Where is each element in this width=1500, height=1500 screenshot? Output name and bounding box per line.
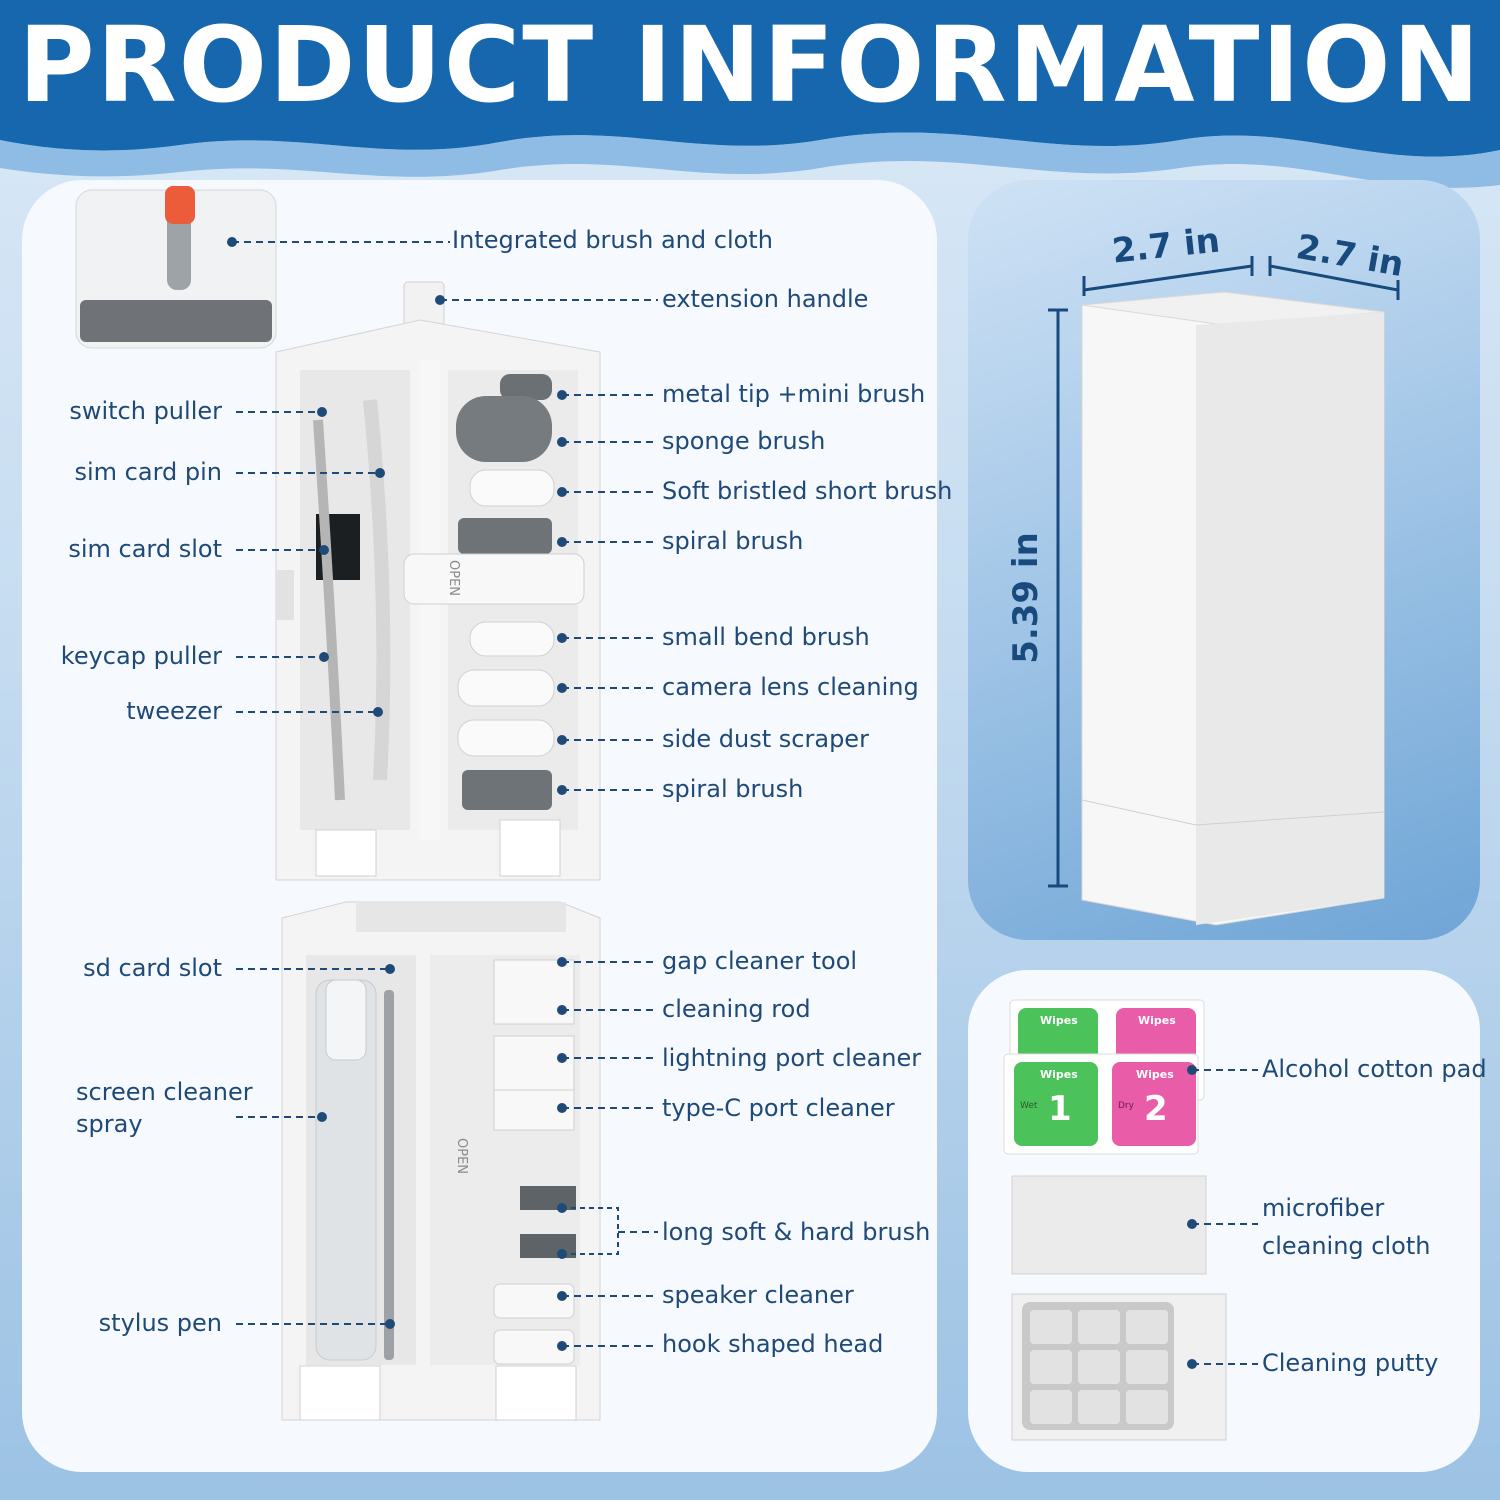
page-title: PRODUCT INFORMATION [16, 2, 1482, 129]
wipes-text-2: Wipes [1138, 1014, 1176, 1027]
label-spiral-brush-2: spiral brush [662, 775, 804, 803]
label-soft-bristled-brush: Soft bristled short brush [662, 477, 953, 505]
label-cleaning-putty: Cleaning putty [1262, 1349, 1439, 1377]
label-extension-handle: extension handle [662, 285, 869, 313]
bracket-long-brush [562, 1207, 619, 1255]
label-camera-lens: camera lens cleaning [662, 673, 919, 701]
label-small-bend-brush: small bend brush [662, 623, 870, 651]
microfiber-cloth-image [1011, 1175, 1207, 1275]
label-microfiber-line1: microfiber [1262, 1194, 1385, 1222]
header-banner [0, 0, 1500, 188]
upper-module-image [275, 281, 601, 881]
dimension-lines [1048, 256, 1400, 888]
label-keycap-puller: keycap puller [60, 642, 222, 670]
label-gap-cleaner: gap cleaner tool [662, 947, 858, 975]
cleaning-putty-image [1011, 1293, 1227, 1441]
label-sponge-brush: sponge brush [662, 427, 826, 455]
wipes-text-4: Wipes [1136, 1068, 1174, 1081]
closed-box-image [1081, 291, 1385, 926]
open-text-upper: OPEN [446, 560, 461, 596]
wipe-number-1: 1 [1048, 1089, 1072, 1129]
wipes-text-3: Wipes [1040, 1068, 1078, 1081]
label-long-brush: long soft & hard brush [662, 1218, 931, 1246]
open-text-lower: OPEN [454, 1138, 469, 1174]
label-side-dust-scraper: side dust scraper [662, 725, 869, 753]
label-stylus-pen: stylus pen [98, 1309, 222, 1337]
label-sd-card-slot: sd card slot [83, 954, 222, 982]
wet-text: Wet [1020, 1101, 1038, 1111]
dry-text: Dry [1118, 1101, 1135, 1111]
label-microfiber-line2: cleaning cloth [1262, 1232, 1431, 1260]
label-sim-card-pin: sim card pin [74, 458, 222, 486]
wipe-number-2: 2 [1144, 1089, 1168, 1129]
brush-cloth-image [75, 186, 277, 349]
label-typec-port: type-C port cleaner [662, 1094, 895, 1122]
dimension-height: 5.39 in [1005, 532, 1046, 664]
alcohol-pad-image [1003, 999, 1205, 1155]
label-alcohol-pad: Alcohol cotton pad [1262, 1055, 1487, 1083]
label-metal-tip: metal tip +mini brush [662, 380, 926, 408]
label-lightning-port: lightning port cleaner [662, 1044, 922, 1072]
lower-module-image [281, 901, 601, 1421]
label-integrated-brush: Integrated brush and cloth [452, 226, 773, 254]
label-cleaning-rod: cleaning rod [662, 995, 811, 1023]
label-speaker-cleaner: speaker cleaner [662, 1281, 854, 1309]
leader-dots [227, 237, 1197, 1369]
label-screen-cleaner-line2: spray [76, 1110, 143, 1138]
label-screen-cleaner-line1: screen cleaner [76, 1078, 253, 1106]
label-sim-card-slot: sim card slot [68, 535, 222, 563]
wipes-text-1: Wipes [1040, 1014, 1078, 1027]
label-hook-head: hook shaped head [662, 1330, 884, 1358]
leader-lines [232, 241, 1258, 1365]
label-tweezer: tweezer [126, 697, 222, 725]
label-switch-puller: switch puller [69, 397, 222, 425]
label-spiral-brush-1: spiral brush [662, 527, 804, 555]
